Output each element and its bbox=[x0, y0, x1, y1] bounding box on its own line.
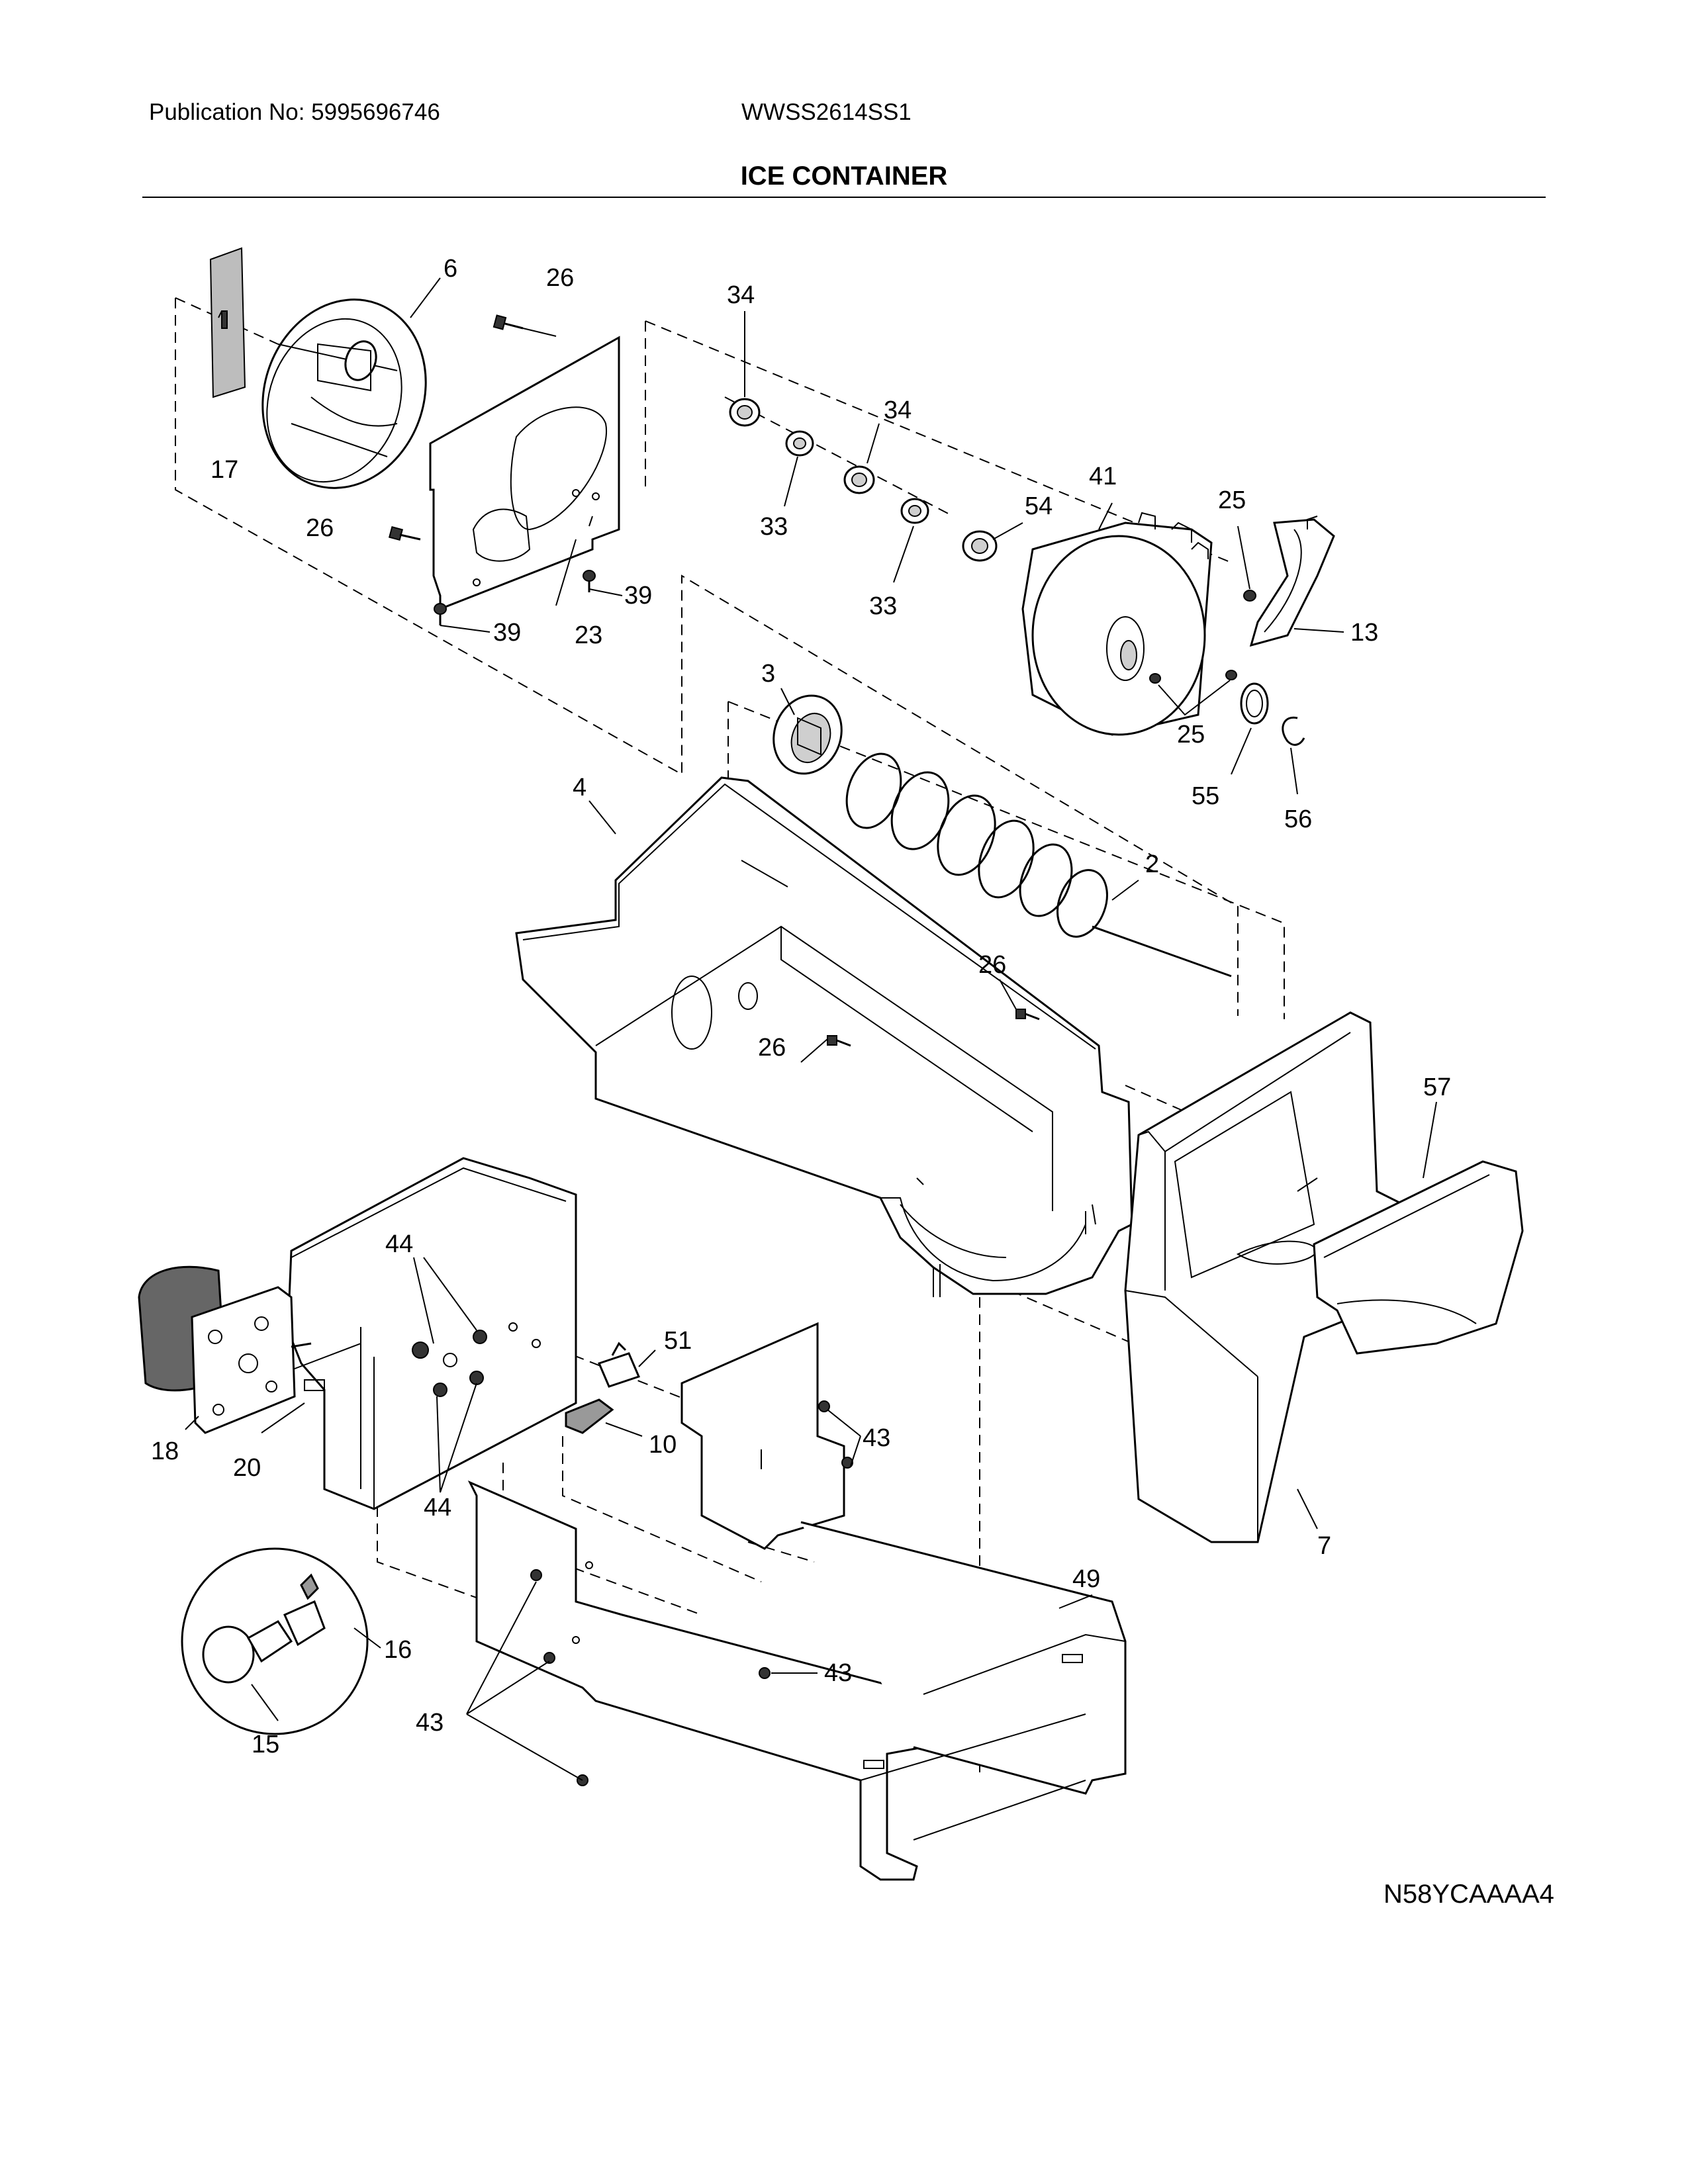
bulb-detail-circle bbox=[181, 1547, 369, 1735]
callout-33-b: 33 bbox=[869, 592, 897, 620]
callout-49: 49 bbox=[1072, 1565, 1100, 1593]
callout-7: 7 bbox=[1317, 1532, 1331, 1560]
bushings-33-34 bbox=[729, 398, 998, 562]
callout-3: 3 bbox=[761, 660, 775, 688]
part-13-chute bbox=[1249, 516, 1335, 647]
callout-55: 55 bbox=[1192, 782, 1219, 810]
callout-26-bucket-b: 26 bbox=[758, 1034, 786, 1062]
screw-26-bucket-b bbox=[827, 1035, 851, 1047]
callout-10: 10 bbox=[649, 1431, 677, 1459]
part-23-mount-plate bbox=[429, 336, 620, 611]
part-2-auger bbox=[845, 752, 1232, 978]
model-number: WWSS2614SS1 bbox=[741, 99, 912, 125]
part-56-clip bbox=[1282, 716, 1305, 746]
callout-26-left: 26 bbox=[306, 514, 334, 542]
callout-6: 6 bbox=[444, 255, 457, 283]
screw-26-left bbox=[388, 525, 421, 541]
page-title: ICE CONTAINER bbox=[740, 161, 948, 191]
screw-39-b bbox=[434, 603, 447, 625]
part-6-fan-wheel bbox=[261, 298, 427, 489]
callout-51: 51 bbox=[664, 1327, 692, 1355]
callout-56: 56 bbox=[1284, 805, 1312, 833]
screw-39-a bbox=[583, 570, 596, 592]
callout-41: 41 bbox=[1089, 463, 1117, 490]
part-4-ice-bucket bbox=[515, 776, 1133, 1297]
title-rule bbox=[142, 197, 1546, 198]
part-57-paddle bbox=[1313, 1160, 1524, 1355]
leader-lines bbox=[185, 277, 1437, 1781]
callout-16: 16 bbox=[384, 1636, 412, 1664]
publication-number: Publication No: 5995696746 bbox=[149, 99, 440, 125]
callout-44-top: 44 bbox=[385, 1230, 413, 1258]
callout-13: 13 bbox=[1350, 619, 1378, 647]
callout-4: 4 bbox=[573, 774, 586, 801]
part-49-panels bbox=[467, 1322, 1127, 1881]
callout-26-bucket-a: 26 bbox=[978, 951, 1006, 979]
callout-20: 20 bbox=[233, 1454, 261, 1482]
callout-18: 18 bbox=[151, 1437, 179, 1465]
callout-15: 15 bbox=[252, 1731, 279, 1758]
part-10-switch bbox=[565, 1398, 614, 1434]
callout-2: 2 bbox=[1145, 850, 1159, 878]
callout-43-mid: 43 bbox=[824, 1659, 852, 1687]
callout-25-a: 25 bbox=[1218, 486, 1246, 514]
callout-34-b: 34 bbox=[884, 396, 912, 424]
part-17-filter bbox=[209, 247, 246, 398]
callout-43-left: 43 bbox=[416, 1709, 444, 1737]
diagram-code: N58YCAAAA4 bbox=[1383, 1880, 1554, 1909]
callout-25-b: 25 bbox=[1177, 721, 1205, 749]
callout-34-a: 34 bbox=[727, 281, 755, 309]
part-41-housing bbox=[1021, 512, 1256, 736]
callout-43-right: 43 bbox=[863, 1424, 890, 1452]
callout-39-a: 39 bbox=[624, 582, 652, 610]
part-55-ring bbox=[1240, 682, 1269, 725]
part-18-fan-motor bbox=[138, 1265, 312, 1434]
callout-17: 17 bbox=[211, 456, 238, 484]
callout-23: 23 bbox=[575, 621, 602, 649]
callout-33-a: 33 bbox=[760, 513, 788, 541]
callout-numbers: 17 6 26 26 39 39 23 34 34 33 33 54 41 25… bbox=[151, 255, 1451, 1758]
callout-57: 57 bbox=[1423, 1073, 1451, 1101]
part-51-socket bbox=[597, 1342, 641, 1388]
screw-26-top bbox=[492, 314, 557, 337]
callout-44-bottom: 44 bbox=[424, 1494, 451, 1522]
callout-39-b: 39 bbox=[493, 619, 521, 647]
callout-26-top: 26 bbox=[546, 264, 574, 292]
callout-54: 54 bbox=[1025, 492, 1053, 520]
part-3-bearing bbox=[773, 694, 843, 775]
screw-26-bucket-a bbox=[1015, 1009, 1040, 1021]
